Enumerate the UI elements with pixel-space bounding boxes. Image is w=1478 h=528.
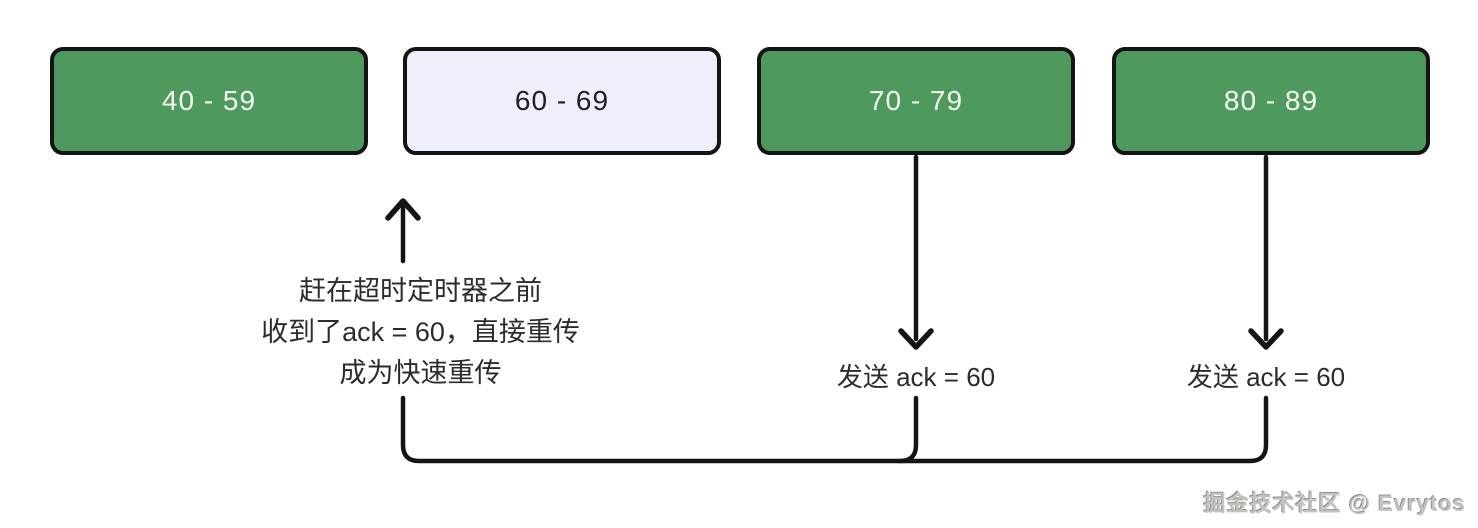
segment-box-label: 60 - 69 bbox=[514, 85, 610, 116]
fast-retransmit-note-line3: 成为快速重传 bbox=[339, 358, 502, 388]
ack-down-arrow-80-89 bbox=[1248, 154, 1284, 350]
segment-box-label: 70 - 79 bbox=[868, 85, 964, 116]
segment-box-80-89: 80 - 89 bbox=[1112, 47, 1430, 155]
watermark: 掘金技术社区 @ Evrytos bbox=[1203, 491, 1466, 516]
ack-label-80-89: 发送 ack = 60 bbox=[1186, 362, 1346, 392]
ack-label-70-79: 发送 ack = 60 bbox=[836, 362, 996, 392]
ack-down-arrow-70-79 bbox=[898, 154, 934, 350]
segment-box-70-79: 70 - 79 bbox=[757, 47, 1075, 155]
segment-box-40-59: 40 - 59 bbox=[50, 47, 368, 155]
fast-retransmit-up-arrow bbox=[385, 198, 421, 264]
segment-box-60-69: 60 - 69 bbox=[403, 47, 721, 155]
segment-box-label: 80 - 89 bbox=[1223, 85, 1319, 116]
fast-retransmit-note: 赶在超时定时器之前 收到了ack = 60，直接重传 成为快速重传 bbox=[228, 271, 613, 394]
fast-retransmit-note-line2: 收到了ack = 60，直接重传 bbox=[261, 317, 580, 347]
ack-feedback-connector bbox=[400, 395, 1269, 464]
fast-retransmit-note-line1: 赶在超时定时器之前 bbox=[299, 276, 542, 306]
segment-box-label: 40 - 59 bbox=[161, 85, 257, 116]
